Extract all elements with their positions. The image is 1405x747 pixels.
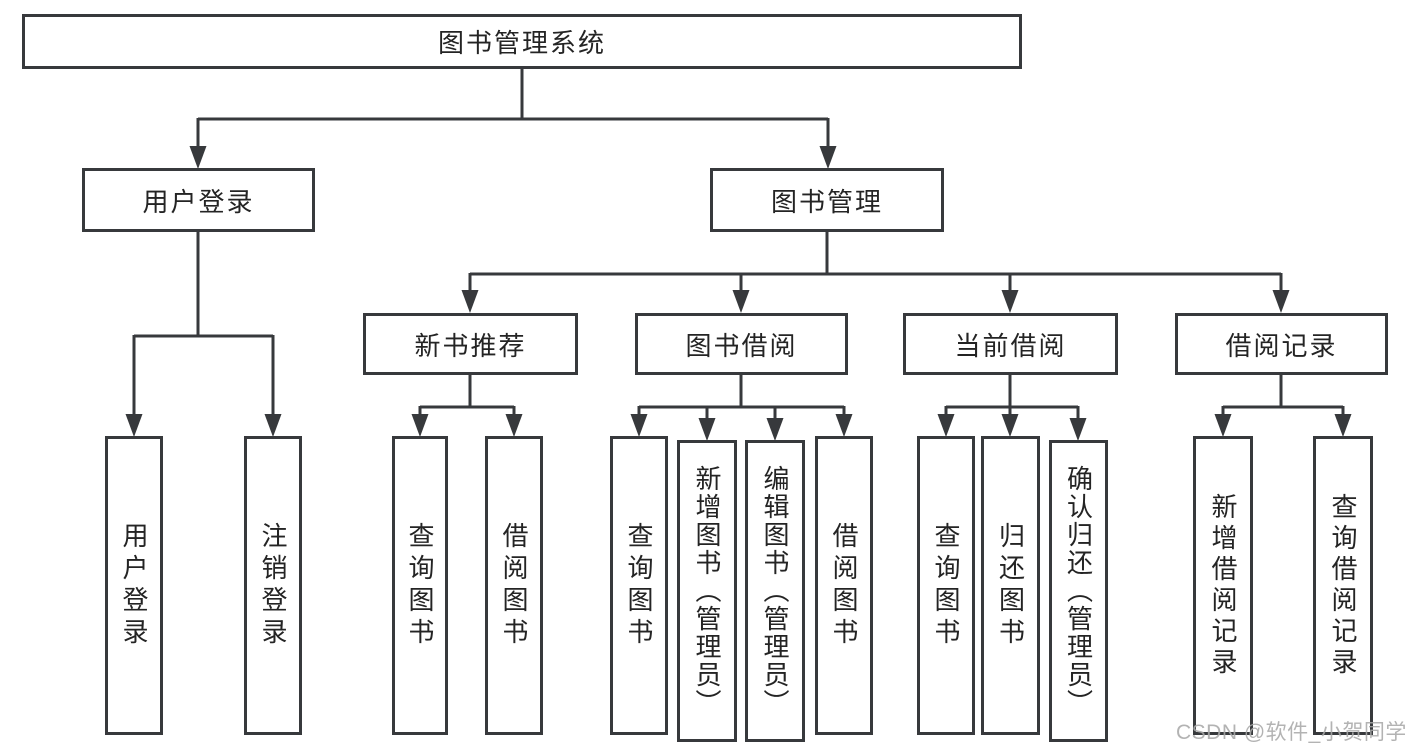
csdn-watermark: CSDN @软件_小贺同学 [1176,721,1405,744]
node-book-borrow: 图书借阅 [635,313,848,375]
arrow-down-icon [125,414,143,437]
arrow-down-icon [1001,414,1019,437]
arrow-down-icon [461,290,479,313]
arrow-down-icon [835,414,853,437]
connector-lines [132,68,1345,432]
arrow-down-icon [1214,414,1232,437]
arrow-down-icon [819,146,837,169]
leaf-borrow-add-books-admin: 新增图书（管理员） [677,440,737,742]
arrow-down-icon [732,290,750,313]
arrow-down-icon [189,146,207,169]
arrow-down-icon [698,418,716,441]
node-borrow-records: 借阅记录 [1175,313,1388,375]
leaf-records-query-record: 查询借阅记录 [1313,436,1373,735]
arrow-down-icon [264,414,282,437]
leaf-current-return-books: 归还图书 [981,436,1040,735]
node-book-management: 图书管理 [710,168,944,232]
arrow-down-icon [630,414,648,437]
arrow-down-icon [937,414,955,437]
node-root: 图书管理系统 [22,14,1022,69]
leaf-newbook-borrow-books: 借阅图书 [485,436,543,735]
node-new-book-recommend: 新书推荐 [363,313,578,375]
leaf-borrow-borrow-books: 借阅图书 [815,436,873,735]
arrow-down-icon [505,414,523,437]
arrow-down-icon [1272,290,1290,313]
leaf-current-confirm-return-admin: 确认归还（管理员） [1049,440,1108,742]
leaf-logout: 注销登录 [244,436,302,735]
arrow-down-icon [1001,290,1019,313]
leaf-records-add-record: 新增借阅记录 [1193,436,1253,735]
node-current-borrow: 当前借阅 [903,313,1118,375]
arrow-down-icon [1334,414,1352,437]
node-user-login: 用户登录 [82,168,315,232]
leaf-user-login: 用户登录 [105,436,163,735]
leaf-borrow-edit-books-admin: 编辑图书（管理员） [745,440,805,742]
arrow-down-icon [411,414,429,437]
leaf-borrow-query-books: 查询图书 [610,436,668,735]
leaf-current-query-books: 查询图书 [917,436,975,735]
arrow-down-icon [766,418,784,441]
leaf-newbook-query-books: 查询图书 [392,436,448,735]
arrow-down-icon [1069,418,1087,441]
